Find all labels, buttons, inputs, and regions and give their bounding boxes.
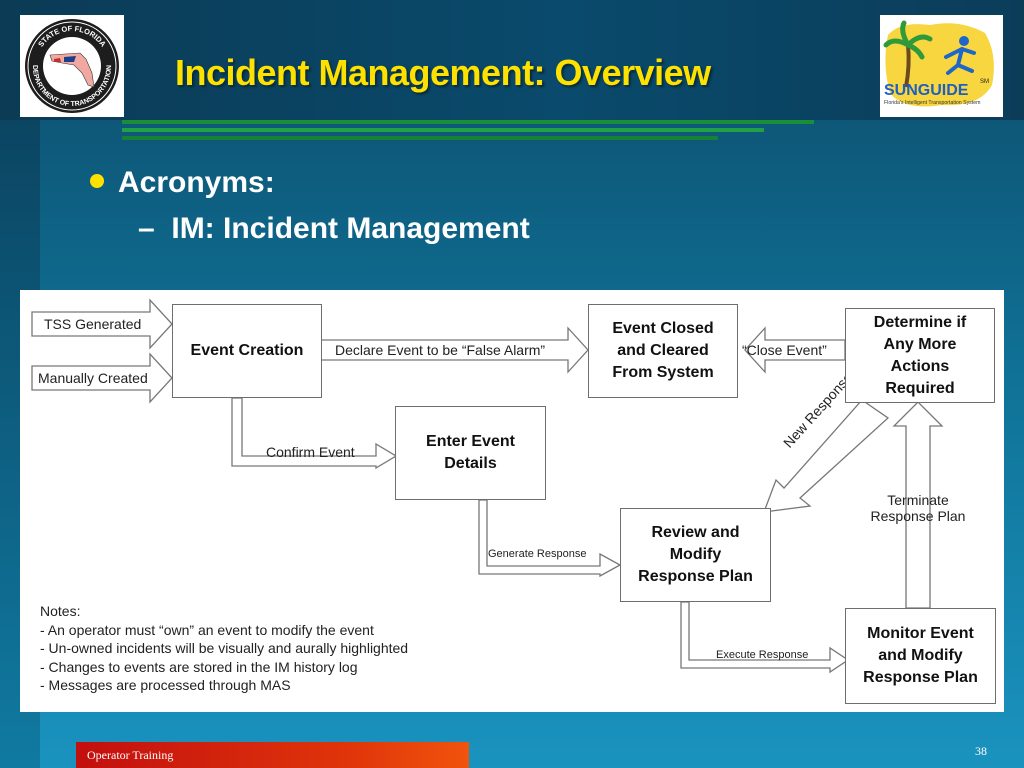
label-generate-response: Generate Response [488, 548, 587, 560]
label-terminate-response: Terminate Response Plan [870, 492, 966, 524]
arrow-confirm-event [231, 397, 398, 470]
fdot-seal-logo: STATE OF FLORIDA DEPARTMENT OF TRANSPORT… [20, 15, 124, 117]
label-close-event: “Close Event” [742, 342, 827, 358]
sunguide-logo-icon: SUNGUIDE SM Florida's Intelligent Transp… [883, 20, 994, 107]
arrow-generate-response [478, 499, 622, 578]
label-false-alarm: Declare Event to be “False Alarm” [335, 342, 546, 358]
box-determine-actions: Determine if Any More Actions Required [845, 308, 995, 403]
sunguide-logo: SUNGUIDE SM Florida's Intelligent Transp… [880, 15, 1003, 117]
page-number: 38 [975, 744, 987, 758]
flow-arrows [31, 298, 944, 674]
arrow-tss-generated [31, 298, 173, 350]
bullet-im: – IM: Incident Management [138, 212, 530, 246]
arrow-terminate-response [892, 401, 944, 609]
box-event-closed: Event Closed and Cleared From System [588, 304, 738, 398]
header-rule-2 [122, 128, 764, 132]
header-band [0, 0, 1024, 120]
svg-text:Florida's Intelligent Transpor: Florida's Intelligent Transportation Sys… [884, 100, 980, 106]
header-rule-1 [122, 120, 814, 124]
label-tss-generated: TSS Generated [44, 316, 142, 332]
dash-marker: – [138, 212, 155, 245]
box-monitor-event: Monitor Event and Modify Response Plan [845, 608, 996, 704]
footer-label: Operator Training [87, 748, 174, 762]
notes-block: Notes: - An operator must “own” an event… [40, 602, 408, 695]
incident-flow-diagram: TSS Generated Manually Created Declare E… [20, 290, 1004, 712]
label-execute-response: Execute Response [716, 649, 809, 661]
bullet-acronyms: Acronyms: [90, 166, 275, 200]
arrow-false-alarm [319, 326, 589, 374]
note-item: - Messages are processed through MAS [40, 677, 291, 693]
box-review-modify: Review and Modify Response Plan [620, 508, 771, 602]
notes-heading: Notes: [40, 603, 81, 619]
svg-text:SUNGUIDE: SUNGUIDE [884, 82, 969, 99]
box-event-creation: Event Creation [172, 304, 322, 398]
header-rule-3 [122, 136, 718, 140]
bullet-im-text: IM: Incident Management [171, 212, 530, 245]
note-item: - Changes to events are stored in the IM… [40, 658, 358, 675]
svg-text:SM: SM [980, 79, 989, 85]
note-item: - An operator must “own” an event to mod… [40, 621, 374, 638]
label-confirm-event: Confirm Event [266, 444, 355, 460]
arrow-new-response [763, 399, 890, 513]
arrow-manually-created [31, 352, 173, 404]
bullet-dot-icon [90, 174, 104, 189]
fdot-seal-icon: STATE OF FLORIDA DEPARTMENT OF TRANSPORT… [25, 19, 119, 113]
bullet-acronyms-text: Acronyms: [118, 166, 275, 199]
arrow-execute-response [680, 601, 850, 674]
box-enter-details: Enter Event Details [395, 406, 546, 500]
arrow-close-event [744, 326, 846, 374]
footer-bar: Operator Training [76, 742, 469, 768]
slide-title: Incident Management: Overview [175, 52, 711, 93]
note-item: - Un-owned incidents will be visually an… [40, 640, 409, 656]
label-manually-created: Manually Created [38, 370, 148, 386]
